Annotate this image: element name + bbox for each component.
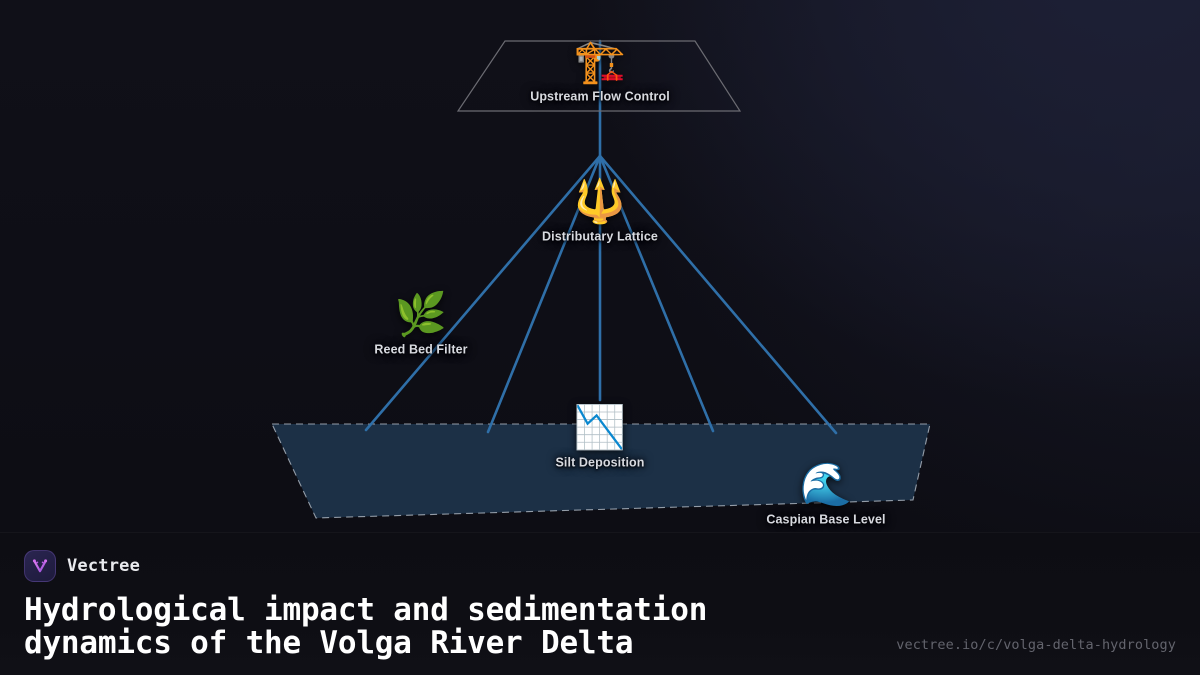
node-label: Reed Bed Filter xyxy=(374,342,468,357)
node-label: Silt Deposition xyxy=(555,455,645,470)
footer-bar: Vectree Hydrological impact and sediment… xyxy=(0,532,1200,675)
page-title: Hydrological impact and sedimentation dy… xyxy=(24,592,708,661)
water-wave-icon: 🌊 xyxy=(799,460,853,508)
vectree-v-logo-icon xyxy=(24,550,56,582)
chart-decreasing-icon: 📉 xyxy=(573,403,627,451)
edge-group xyxy=(364,39,838,435)
brand-name: Vectree xyxy=(67,556,141,576)
node-caspian-base-level[interactable]: 🌊 Caspian Base Level xyxy=(766,460,886,527)
node-upstream-flow-control[interactable]: 🏗️ Upstream Flow Control xyxy=(530,37,670,104)
upstream-flow-control-group[interactable] xyxy=(456,40,742,112)
node-silt-deposition[interactable]: 📉 Silt Deposition xyxy=(555,403,645,470)
node-label: Upstream Flow Control xyxy=(530,89,670,104)
edge-lattice-to-basin-right[interactable] xyxy=(598,154,715,433)
herb-leaf-icon: 🌿 xyxy=(394,290,448,338)
edge-lattice-to-reed-bed[interactable] xyxy=(364,154,602,432)
node-distributary-lattice[interactable]: 🔱 Distributary Lattice xyxy=(542,177,658,244)
graph-svg xyxy=(271,39,931,519)
node-reed-bed-filter[interactable]: 🌿 Reed Bed Filter xyxy=(374,290,468,357)
node-label: Distributary Lattice xyxy=(542,229,658,244)
edge-lattice-to-silt-1[interactable] xyxy=(486,154,602,434)
construction-crane-icon: 🏗️ xyxy=(573,37,627,85)
node-label: Caspian Base Level xyxy=(766,512,886,527)
source-url[interactable]: vectree.io/c/volga-delta-hydrology xyxy=(896,637,1176,653)
trident-icon: 🔱 xyxy=(573,177,627,225)
edge-lattice-to-caspian[interactable] xyxy=(598,154,838,435)
brand-row[interactable]: Vectree xyxy=(24,550,1176,582)
